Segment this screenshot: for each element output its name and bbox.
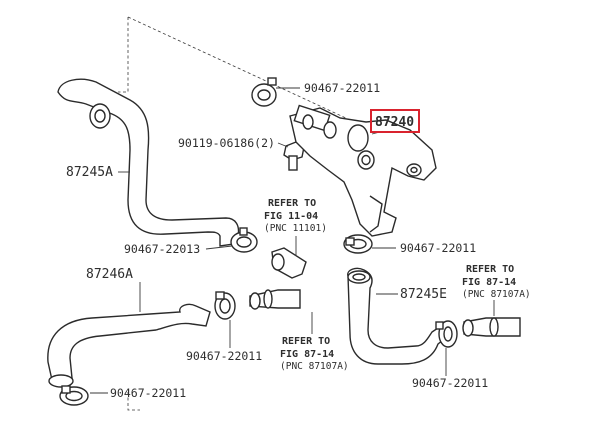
pipe-center-lower[interactable]: [249, 289, 301, 310]
ref3-line3: (PNC 87107A): [462, 289, 531, 300]
group-outline-diagonal: [127, 16, 377, 133]
ref3-line2[interactable]: FIG 87-14: [462, 277, 516, 288]
ref1-line1: REFER TO: [268, 198, 316, 209]
ref3-line1: REFER TO: [466, 264, 514, 275]
ref1-line2[interactable]: FIG 11-04: [264, 211, 318, 222]
clamp-mid-right[interactable]: [343, 234, 373, 254]
label-clamp-lower-left[interactable]: 90467-22011: [186, 349, 262, 363]
clamp-lower-left[interactable]: [214, 291, 236, 320]
clamp-top[interactable]: [251, 77, 277, 107]
label-bolt[interactable]: 90119-06186(2): [178, 136, 275, 150]
label-clamp-bottom-left[interactable]: 90467-22011: [110, 386, 186, 400]
label-clamp-mid-left[interactable]: 90467-22013: [124, 242, 200, 256]
clamp-mid-left[interactable]: [230, 227, 258, 253]
water-valve-assembly[interactable]: [289, 104, 437, 237]
label-clamp-mid-right[interactable]: 90467-22011: [400, 241, 476, 255]
pipe-center[interactable]: [271, 247, 307, 279]
highlight-box-87240: [370, 109, 420, 133]
hose-87245e[interactable]: [347, 267, 449, 365]
label-clamp-bottom-right[interactable]: 90467-22011: [412, 376, 488, 390]
label-valve[interactable]: 87240: [375, 115, 414, 130]
hose-87246a[interactable]: [47, 303, 211, 388]
ref2-line3: (PNC 87107A): [280, 361, 349, 372]
group-outline: [118, 17, 129, 93]
pipe-right[interactable]: [462, 317, 521, 337]
bolt[interactable]: [283, 141, 305, 171]
label-hose-87245e[interactable]: 87245E: [400, 287, 447, 302]
ref2-line1: REFER TO: [282, 336, 330, 347]
leader-clamp-mid-left: [205, 245, 233, 250]
clamp-bottom-right[interactable]: [435, 320, 458, 348]
ref1-line3: (PNC 11101): [264, 223, 327, 234]
hose-87245a[interactable]: [57, 78, 240, 247]
label-hose-87245a[interactable]: 87245A: [66, 165, 113, 180]
clamp-bottom-left[interactable]: [59, 385, 89, 406]
ref2-line2[interactable]: FIG 87-14: [280, 349, 334, 360]
leader-bolt: [277, 142, 289, 148]
label-clamp-top[interactable]: 90467-22011: [304, 81, 380, 95]
group-outline-bottom: [127, 392, 140, 411]
label-hose-87246a[interactable]: 87246A: [86, 267, 133, 282]
